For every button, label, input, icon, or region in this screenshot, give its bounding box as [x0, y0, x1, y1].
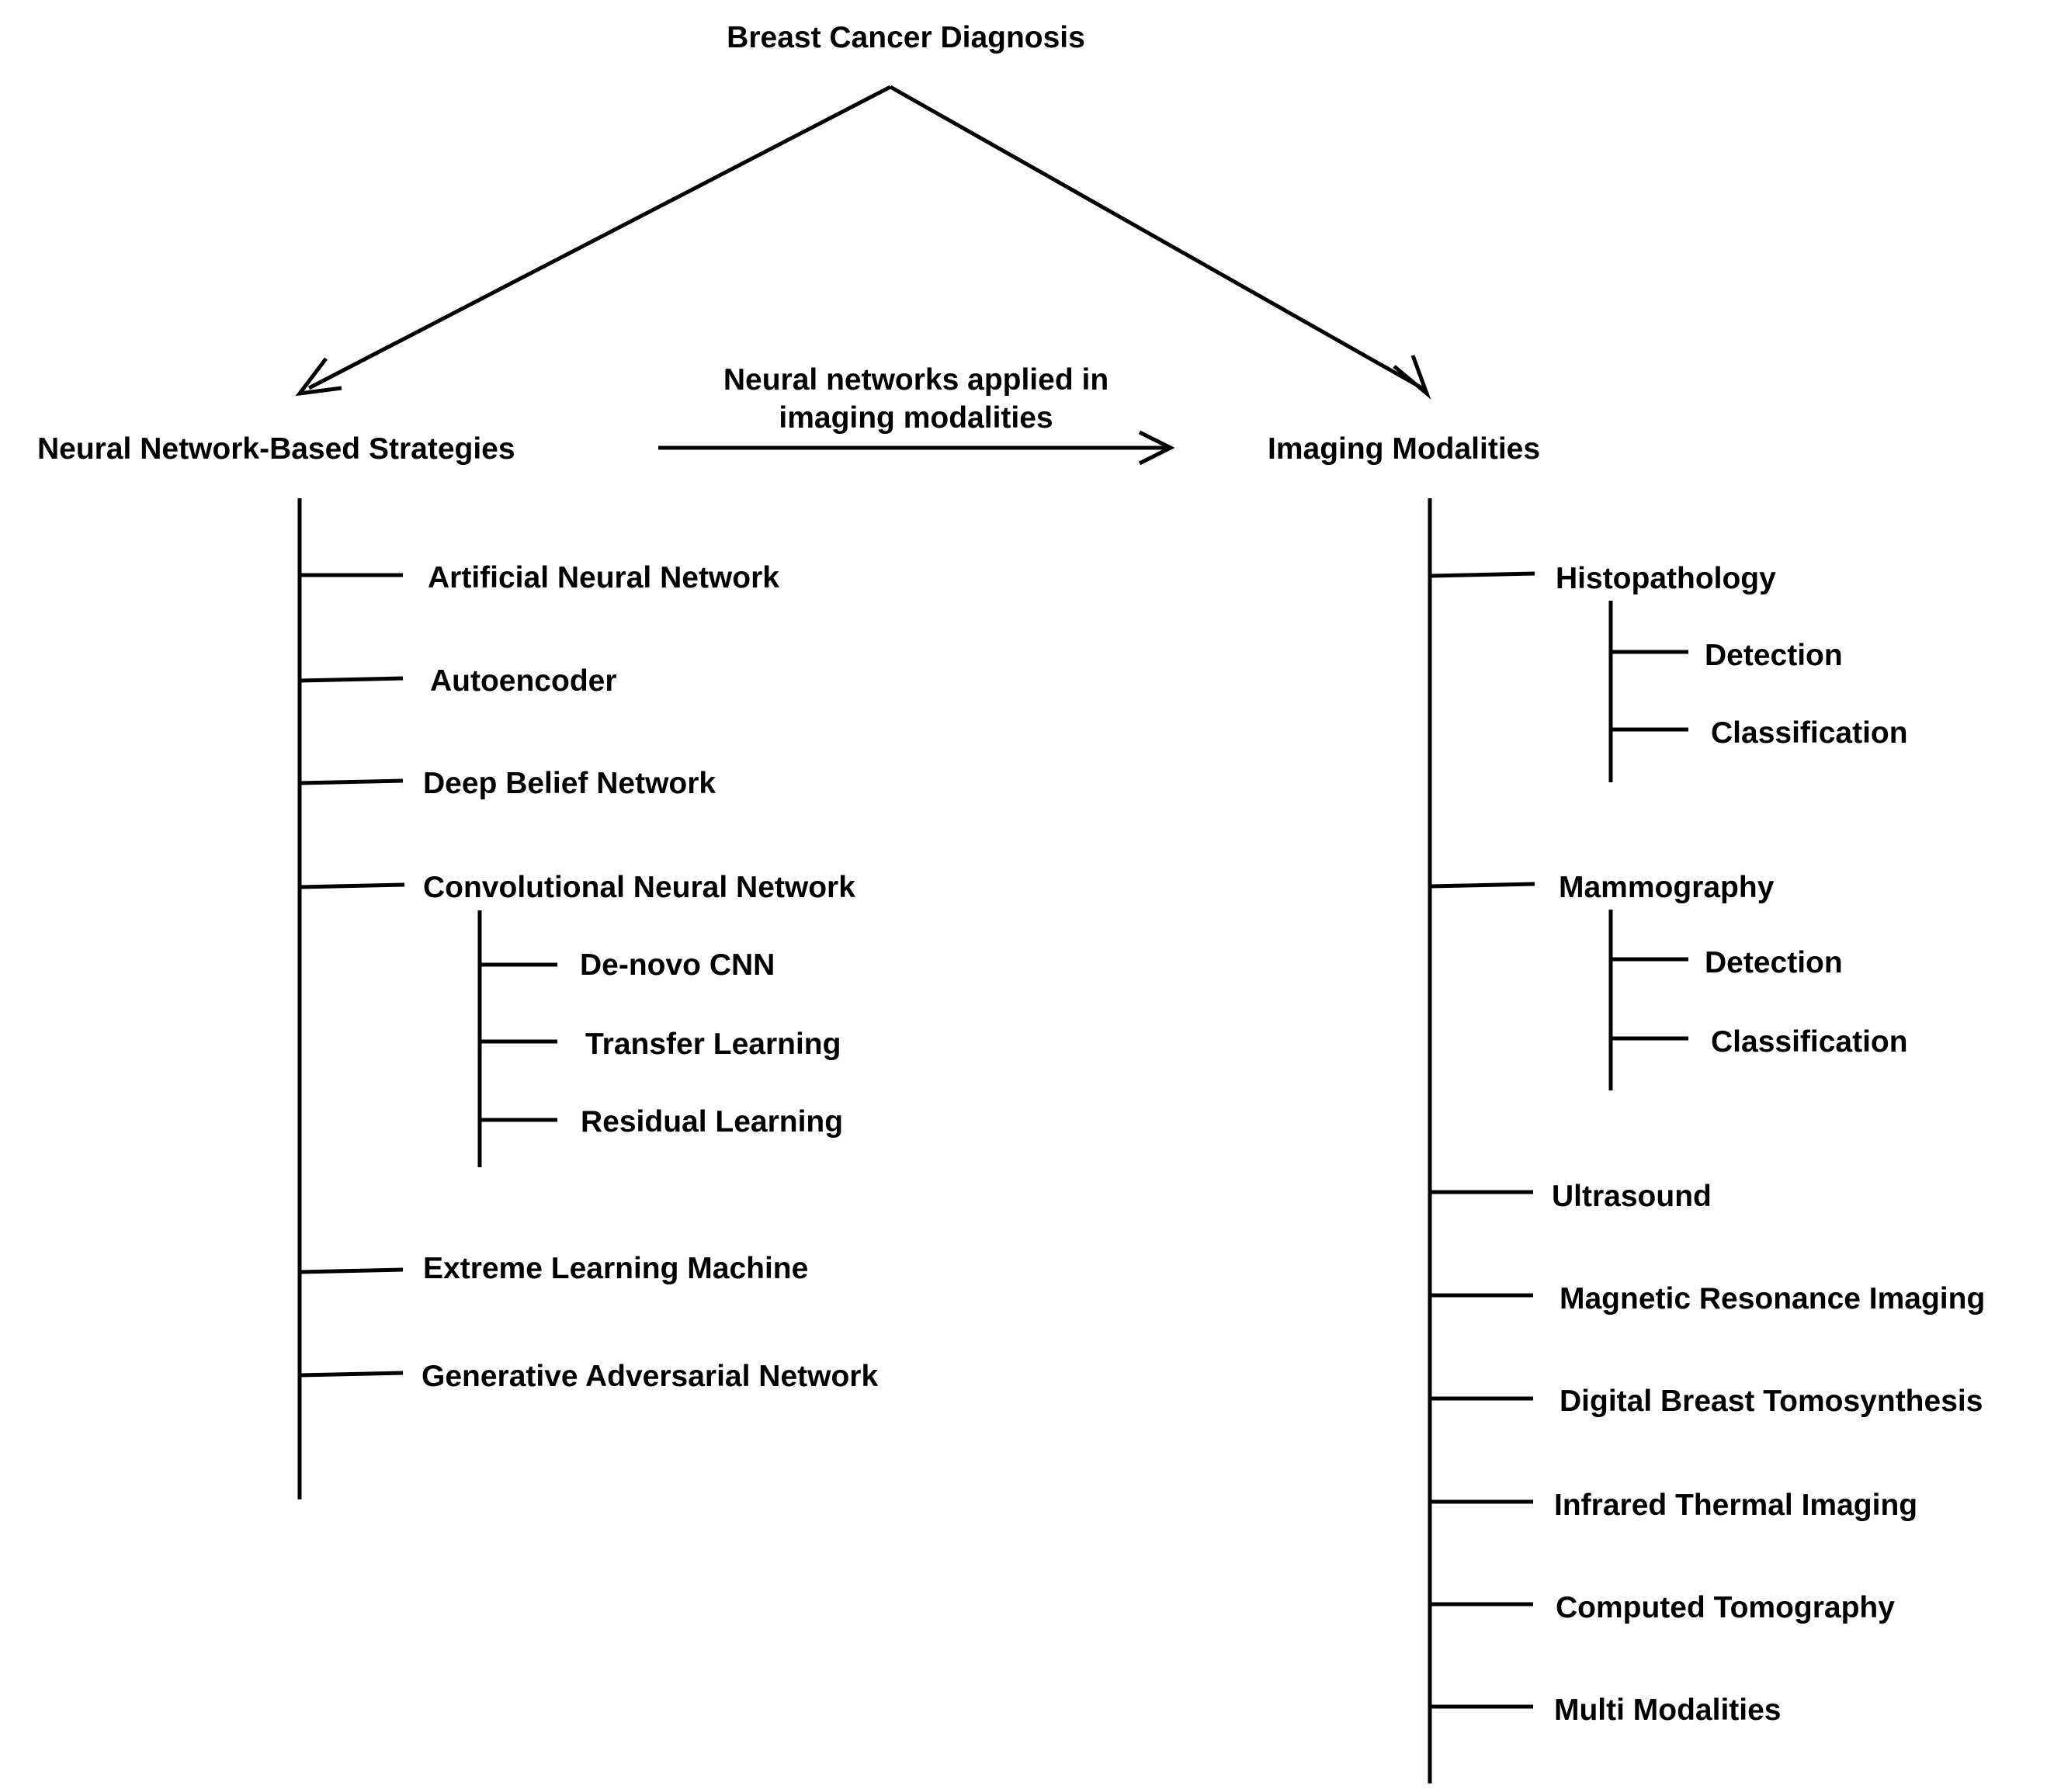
connector-label-line1: Neural networks applied in	[723, 363, 1109, 397]
left-item-autoencoder: Autoencoder	[430, 664, 617, 698]
right-item-infrared: Infrared Thermal Imaging	[1554, 1489, 1918, 1522]
left-item-gan: Generative Adversarial Network	[422, 1360, 879, 1393]
left-tick	[299, 882, 405, 889]
left-item-ann: Artificial Neural Network	[428, 561, 779, 594]
left-branch-label: Neural Network-Based Strategies	[37, 432, 515, 466]
right-branch-label: Imaging Modalities	[1268, 432, 1541, 466]
connector-label-line2: imaging modalities	[779, 401, 1053, 435]
right-arrowhead	[1393, 355, 1431, 400]
root-to-right-arrow	[889, 85, 1424, 390]
histo-sub-item-detection: Detection	[1705, 639, 1843, 672]
left-item-cnn: Convolutional Neural Network	[423, 871, 855, 904]
left-item-elm: Extreme Learning Machine	[423, 1252, 809, 1285]
cross-connector-arrowhead	[1138, 430, 1175, 466]
right-tick	[1429, 571, 1535, 578]
left-tick	[299, 778, 404, 785]
cnn-sub-item-transfer: Transfer Learning	[585, 1028, 841, 1061]
right-item-mri: Magnetic Resonance Imaging	[1560, 1282, 1986, 1315]
cnn-sub-item-residual: Residual Learning	[581, 1105, 844, 1139]
mammo-sub-item-detection: Detection	[1705, 946, 1843, 979]
right-tick	[1429, 882, 1535, 889]
cnn-sub-item-denovo: De-novo CNN	[580, 948, 775, 982]
left-tick	[299, 676, 404, 683]
right-item-multi: Multi Modalities	[1554, 1693, 1782, 1727]
right-item-ct: Computed Tomography	[1556, 1591, 1895, 1624]
left-item-dbn: Deep Belief Network	[423, 767, 716, 800]
right-item-dbt: Digital Breast Tomosynthesis	[1560, 1385, 1983, 1418]
left-tick	[299, 1371, 404, 1378]
left-arrowhead	[295, 357, 342, 397]
root-to-left-arrow	[307, 85, 892, 390]
mammo-sub-item-classification: Classification	[1711, 1025, 1908, 1059]
right-item-histopathology: Histopathology	[1556, 562, 1776, 595]
left-tick	[299, 1267, 404, 1274]
diagram-title: Breast Cancer Diagnosis	[727, 21, 1085, 54]
right-item-mammography: Mammography	[1559, 871, 1775, 904]
right-item-ultrasound: Ultrasound	[1552, 1180, 1712, 1213]
histo-sub-item-classification: Classification	[1711, 716, 1908, 750]
